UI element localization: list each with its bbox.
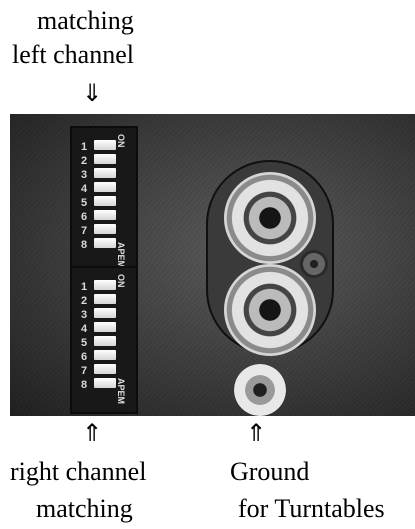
dip-toggle [94,322,116,332]
caption-bottom-right-line1: Ground [230,457,310,486]
device-photo: ON 1 2 3 4 5 6 7 8 APEM ON 1 2 3 4 5 6 [10,114,415,416]
dip-toggle [94,336,116,346]
dip-toggle [94,182,116,192]
dip-toggle [94,210,116,220]
screw-icon [300,250,328,278]
arrow-up-icon: ⇑ [82,419,103,447]
caption-bottom-left-line2: matching [36,494,133,523]
arrow-up-icon: ⇑ [246,419,267,447]
dip-toggle [94,196,116,206]
dip-toggle [94,280,116,290]
ground-post [234,364,286,416]
dip-switch-left-channel: ON 1 2 3 4 5 6 7 8 APEM [70,126,138,278]
dip-numbers: 1 2 3 4 5 6 7 8 [80,141,88,251]
dip-switch-right-channel: ON 1 2 3 4 5 6 7 8 APEM [70,266,138,414]
dip-toggle [94,294,116,304]
rca-jack-left [224,172,316,264]
arrow-down-icon: ⇓ [82,79,103,107]
dip-numbers: 1 2 3 4 5 6 7 8 [80,281,88,391]
dip-toggle [94,364,116,374]
dip-toggle [94,224,116,234]
dip-toggle [94,168,116,178]
caption-bottom-left-line1: right channel [10,457,147,486]
dip-on-label: ON [116,274,126,288]
caption-top-line1: matching [37,6,134,35]
dip-brand-label: APEM [116,241,126,268]
dip-toggle [94,378,116,388]
dip-toggle [94,350,116,360]
dip-toggle [94,140,116,150]
dip-toggle [94,154,116,164]
dip-toggle [94,308,116,318]
caption-top-line2: left channel [12,40,134,69]
dip-on-label: ON [116,134,126,148]
dip-brand-label: APEM [116,377,126,404]
rca-jack-right [224,264,316,356]
caption-bottom-right-line2: for Turntables [238,494,385,523]
dip-toggle [94,238,116,248]
